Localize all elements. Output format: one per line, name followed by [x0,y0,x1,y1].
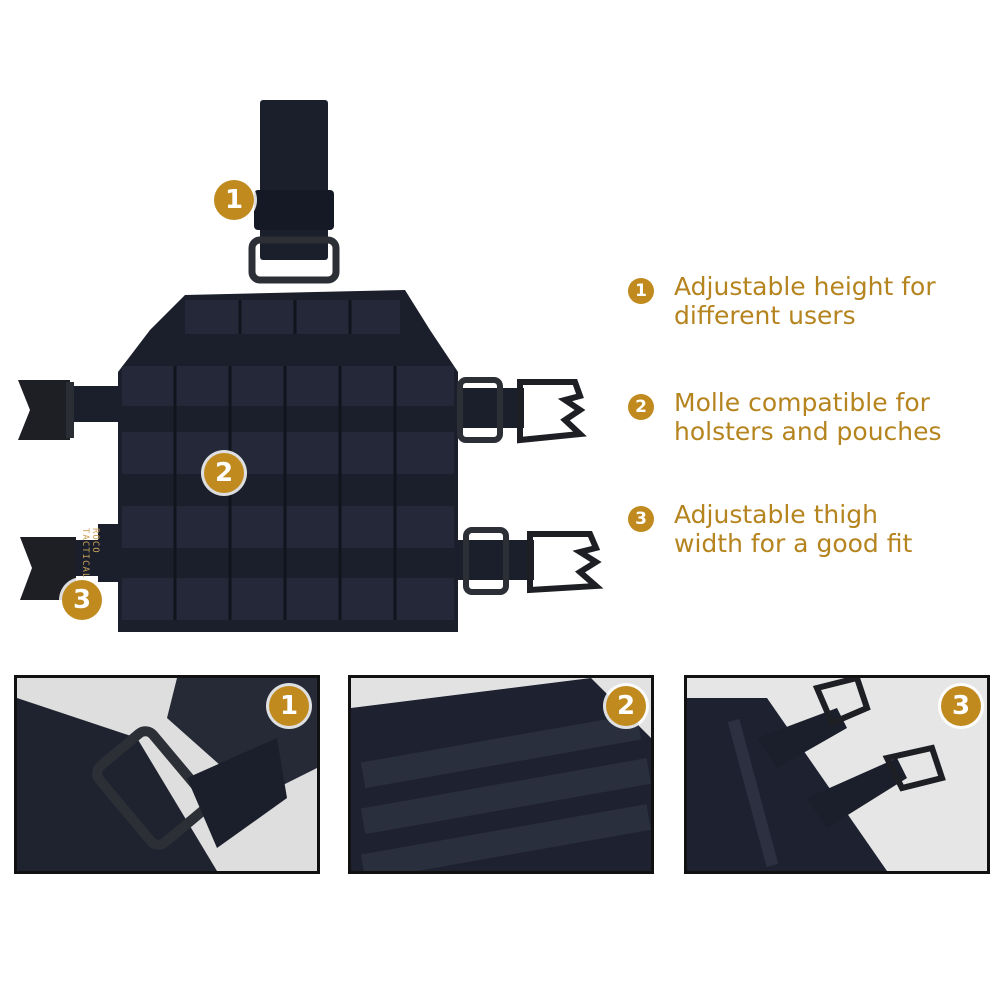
callout-badge-2: 2 [204,453,244,493]
molle-webbing-closeup-image [351,678,651,871]
feature-height: 1 Adjustable height for different users [628,272,988,332]
feature-thigh: 3 Adjustable thigh width for a good fit [628,500,988,560]
feature-text-1: Adjustable height for different users [674,272,936,330]
brand-label: ROCO TACTICAL [80,528,100,580]
callout-badge-3: 3 [62,580,102,620]
detail-panel-3: 3 [684,675,990,874]
feature-text-2: Molle compatible for holsters and pouche… [674,388,942,446]
feature-text-3: Adjustable thigh width for a good fit [674,500,913,558]
feature-badge-2: 2 [628,394,654,420]
feature-molle: 2 Molle compatible for holsters and pouc… [628,388,988,448]
detail-badge-1: 1 [269,686,309,726]
feature-badge-3: 3 [628,506,654,532]
callout-badge-1: 1 [214,180,254,220]
detail-badge-2: 2 [606,686,646,726]
detail-panel-2: 2 [348,675,654,874]
detail-badge-3: 3 [941,686,981,726]
detail-panel-1: 1 [14,675,320,874]
side-buckles-closeup-image [687,678,987,871]
feature-badge-1: 1 [628,278,654,304]
product-image [18,100,604,632]
